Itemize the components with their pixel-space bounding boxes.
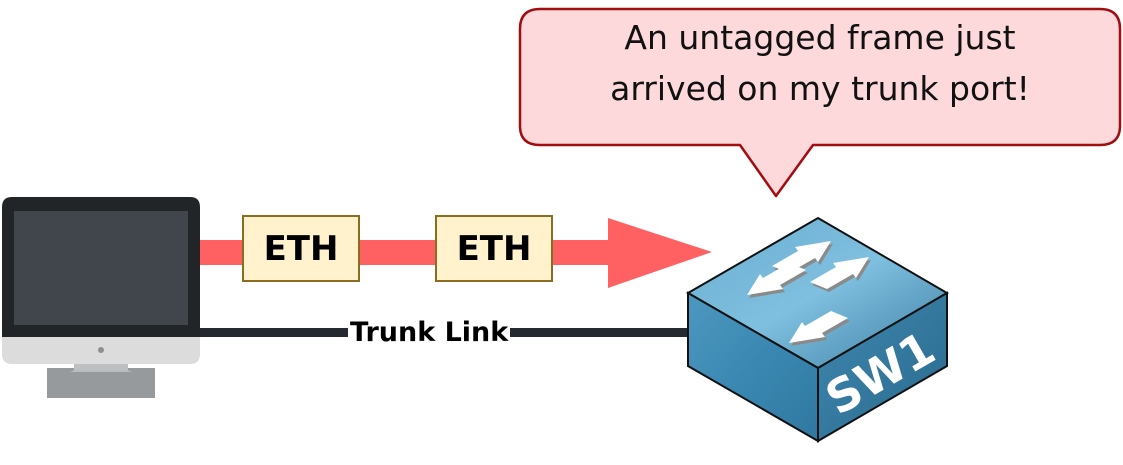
trunk-link-label: Trunk Link: [348, 316, 511, 350]
desktop-computer-icon: [2, 197, 200, 398]
ethernet-frame-2: ETH: [435, 215, 553, 282]
speech-bubble: [518, 7, 1122, 198]
speech-bubble-line-1: An untagged frame just: [624, 18, 1016, 57]
speech-bubble-text: An untagged frame just arrived on my tru…: [520, 12, 1120, 114]
speech-bubble-line-2: arrived on my trunk port!: [610, 69, 1030, 108]
network-switch-icon: SW1: [685, 216, 949, 443]
switch-arrows-icon: [747, 241, 871, 346]
ethernet-frame-1: ETH: [242, 215, 360, 282]
